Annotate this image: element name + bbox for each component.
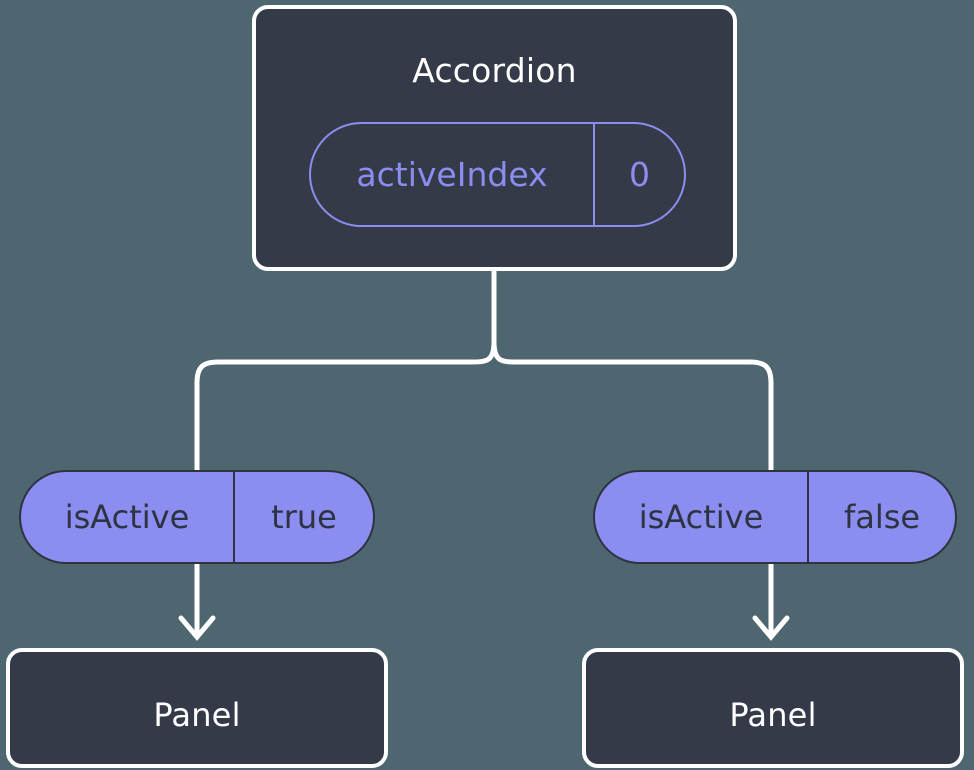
prop-pill-is-active-false[interactable]: isActive false — [593, 470, 957, 564]
branch-connector-left — [194, 339, 497, 473]
arrowhead-left-icon — [178, 615, 216, 641]
accordion-component-box[interactable]: Accordion activeIndex 0 — [252, 5, 737, 271]
active-index-value: 0 — [629, 155, 650, 194]
panel-title-right: Panel — [729, 696, 817, 734]
panel-component-box-left[interactable]: Panel — [6, 648, 388, 768]
panel-title-left: Panel — [153, 696, 241, 734]
prop-pill-right-key: isActive — [595, 472, 809, 562]
active-index-key: activeIndex — [311, 124, 595, 225]
branch-connector-right — [491, 339, 774, 473]
active-index-state-pill[interactable]: activeIndex 0 — [309, 122, 686, 227]
panel-component-box-right[interactable]: Panel — [582, 648, 964, 768]
arrowhead-right-icon — [752, 615, 790, 641]
prop-pill-is-active-true[interactable]: isActive true — [19, 470, 375, 564]
prop-pill-right-value: false — [843, 498, 921, 536]
accordion-title: Accordion — [412, 51, 577, 90]
prop-pill-left-key: isActive — [21, 472, 235, 562]
prop-pill-left-value: true — [271, 498, 337, 536]
